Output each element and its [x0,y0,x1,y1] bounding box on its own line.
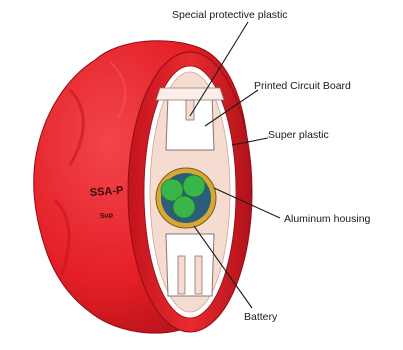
lower-clip [195,256,202,294]
battery-cell [183,175,205,197]
battery-cell [173,196,195,218]
label-battery: Battery [244,311,278,323]
label-aluminum-housing: Aluminum housing [284,213,371,225]
pcb-frame [156,88,224,100]
lower-clip [178,256,185,294]
label-super-plastic: Super plastic [268,129,329,141]
pcb-slot [186,100,194,120]
label-pcb: Printed Circuit Board [254,80,351,92]
model-engraving: SSA-P [89,185,123,199]
label-special-plastic: Special protective plastic [172,9,288,21]
small-engraving: Sup [100,212,114,220]
